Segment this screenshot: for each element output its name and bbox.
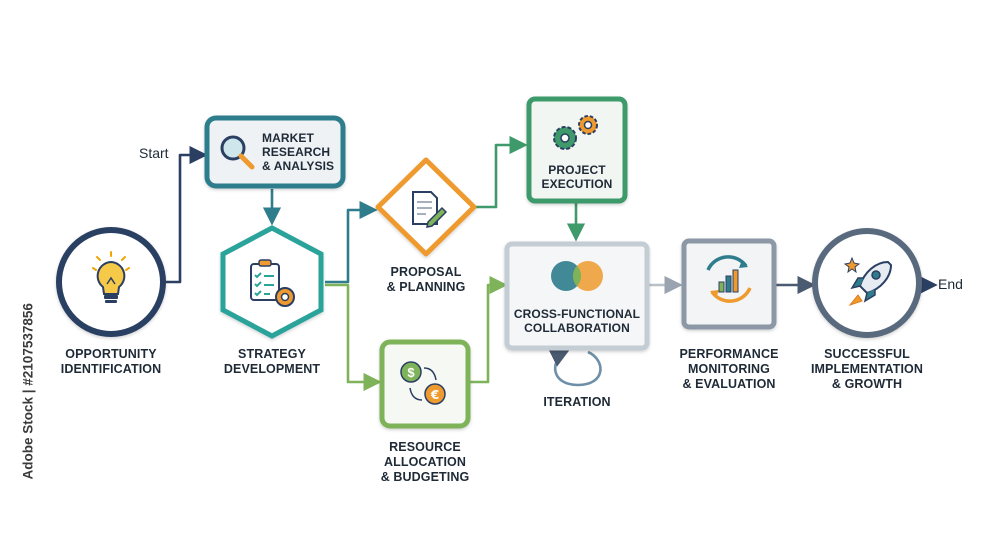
- magnifier-icon: [220, 135, 255, 170]
- start-label: Start: [139, 145, 169, 161]
- end-label: End: [938, 276, 963, 292]
- edge-strategy-resource: [325, 283, 382, 392]
- resource-label: RESOURCE ALLOCATION & BUDGETING: [380, 440, 470, 484]
- iteration-loop-arrow: [548, 350, 602, 387]
- success-label: SUCCESSFUL IMPLEMENTATION & GROWTH: [810, 347, 924, 391]
- execution-label: PROJECT EXECUTION: [541, 163, 613, 191]
- collaboration-label: CROSS-FUNCTIONAL COLLABORATION: [513, 307, 641, 335]
- node-collaboration: [504, 241, 650, 351]
- node-market: [204, 115, 346, 189]
- gears-icon: [553, 115, 598, 150]
- svg-text:€: €: [430, 388, 439, 402]
- document-pen-icon: [412, 191, 448, 228]
- market-label: MARKET RESEARCH & ANALYSIS: [262, 131, 335, 173]
- node-resource: $ €: [379, 339, 471, 429]
- node-opportunity: [56, 227, 166, 337]
- proposal-label: PROPOSAL & PLANNING: [386, 265, 466, 294]
- edge-resource-collaboration: [470, 275, 508, 384]
- node-proposal: [375, 157, 477, 257]
- svg-text:$: $: [407, 365, 415, 380]
- chart-cycle-icon: [706, 255, 752, 303]
- stock-id-watermark: Adobe Stock | #2107537856: [20, 303, 36, 480]
- opportunity-label: OPPORTUNITY IDENTIFICATION: [60, 347, 162, 376]
- iteration-label: ITERATION: [543, 395, 611, 409]
- node-execution: [526, 96, 628, 204]
- overlapping-circles-icon: [551, 261, 603, 291]
- currency-exchange-icon: $ €: [400, 361, 446, 405]
- clipboard-gear-icon: [250, 259, 295, 307]
- edge-strategy-proposal: [325, 200, 378, 284]
- node-strategy: [220, 225, 324, 339]
- edge-proposal-execution: [474, 135, 528, 209]
- performance-label: PERFORMANCE MONITORING & EVALUATION: [679, 347, 779, 391]
- strategy-label: STRATEGY DEVELOPMENT: [223, 347, 321, 376]
- connectors: [163, 135, 938, 392]
- node-performance: [681, 238, 777, 330]
- lightbulb-icon: [92, 251, 130, 303]
- node-success: [812, 228, 922, 338]
- rocket-icon: [843, 256, 893, 307]
- edge-opportunity-market: [163, 145, 208, 284]
